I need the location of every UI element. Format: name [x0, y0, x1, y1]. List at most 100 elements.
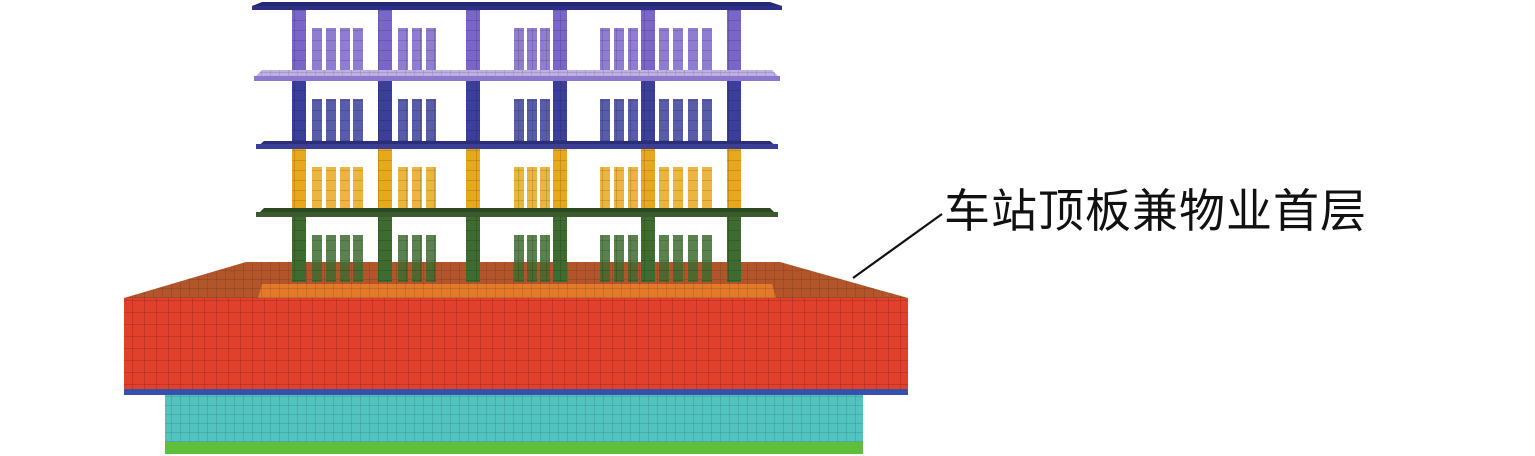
front-column-mesh	[466, 10, 480, 76]
rear-column-mesh	[527, 99, 537, 144]
front-column-mesh	[466, 217, 480, 282]
front-column-mesh	[641, 217, 655, 282]
rear-column-mesh	[340, 99, 350, 144]
front-column-mesh	[466, 81, 480, 144]
front-column-mesh	[727, 81, 741, 144]
front-column-mesh	[466, 149, 480, 212]
front-column-mesh	[292, 10, 306, 76]
front-column-mesh	[292, 81, 306, 144]
rear-column-mesh	[614, 99, 624, 144]
rear-column-mesh	[326, 28, 336, 76]
lower-floor-slab	[256, 208, 778, 217]
rear-column-mesh	[398, 167, 408, 212]
rear-column-mesh	[688, 235, 698, 282]
rear-column-mesh	[398, 99, 408, 144]
front-column-mesh	[553, 10, 567, 76]
front-column-mesh	[641, 149, 655, 212]
rear-column-mesh	[702, 99, 712, 144]
mid-floor-slab	[256, 141, 778, 149]
rear-column-mesh	[353, 28, 363, 76]
rear-column-mesh	[600, 235, 610, 282]
front-column-mesh	[727, 149, 741, 212]
front-column-mesh	[641, 10, 655, 76]
rear-column-mesh	[628, 167, 638, 212]
rear-column-mesh	[398, 235, 408, 282]
rear-column-mesh	[326, 99, 336, 144]
rear-column-mesh	[673, 235, 683, 282]
front-column-mesh	[378, 10, 392, 76]
rear-column-mesh	[527, 167, 537, 212]
rear-column-mesh	[412, 235, 422, 282]
rear-column-mesh	[312, 167, 322, 212]
rear-column-mesh	[340, 167, 350, 212]
front-column-mesh	[378, 81, 392, 144]
rear-column-mesh	[412, 28, 422, 76]
front-column-mesh	[553, 149, 567, 212]
rear-column-mesh	[600, 28, 610, 76]
rear-column-mesh	[628, 28, 638, 76]
foundation-block	[165, 394, 863, 454]
rear-column-mesh	[340, 235, 350, 282]
rear-column-mesh	[514, 167, 524, 212]
annotation-leader-line	[852, 213, 943, 279]
rear-column-mesh	[614, 167, 624, 212]
annotation-label: 车站顶板兼物业首层	[944, 184, 1367, 238]
rear-column-mesh	[412, 167, 422, 212]
rear-column-mesh	[688, 99, 698, 144]
building-columns	[292, 10, 741, 282]
rear-column-mesh	[600, 167, 610, 212]
station-base-band	[124, 389, 908, 395]
rear-column-mesh	[702, 28, 712, 76]
rear-column-mesh	[540, 28, 550, 76]
rear-column-mesh	[514, 99, 524, 144]
front-column-mesh	[553, 81, 567, 144]
foundation-base-green	[165, 442, 863, 454]
upper-floor-slab	[254, 70, 780, 81]
rear-column-mesh	[326, 235, 336, 282]
rear-column-mesh	[353, 167, 363, 212]
front-column-mesh	[553, 217, 567, 282]
rear-column-mesh	[514, 28, 524, 76]
rear-column-mesh	[312, 235, 322, 282]
rear-column-mesh	[702, 167, 712, 212]
rear-column-mesh	[312, 28, 322, 76]
rear-column-mesh	[412, 99, 422, 144]
rear-column-mesh	[659, 235, 669, 282]
rear-column-mesh	[628, 235, 638, 282]
rear-column-mesh	[659, 99, 669, 144]
rear-column-mesh	[540, 167, 550, 212]
rear-column-mesh	[673, 99, 683, 144]
front-column-mesh	[727, 10, 741, 76]
rear-column-mesh	[312, 99, 322, 144]
rear-column-mesh	[514, 235, 524, 282]
rear-column-mesh	[398, 28, 408, 76]
rear-column-mesh	[600, 99, 610, 144]
station-body	[124, 298, 908, 395]
rear-column-mesh	[702, 235, 712, 282]
rear-column-mesh	[659, 167, 669, 212]
rear-column-mesh	[340, 28, 350, 76]
rear-column-mesh	[426, 28, 436, 76]
rear-column-mesh	[540, 99, 550, 144]
rear-column-mesh	[688, 28, 698, 76]
rear-column-mesh	[426, 99, 436, 144]
rear-column-mesh	[527, 28, 537, 76]
rear-column-mesh	[673, 167, 683, 212]
rear-column-mesh	[326, 167, 336, 212]
rear-column-mesh	[426, 167, 436, 212]
rear-column-mesh	[673, 28, 683, 76]
front-column-mesh	[727, 217, 741, 282]
front-column-mesh	[641, 81, 655, 144]
rear-column-mesh	[614, 235, 624, 282]
front-column-mesh	[292, 217, 306, 282]
front-column-mesh	[292, 149, 306, 212]
front-column-mesh	[378, 217, 392, 282]
rear-column-mesh	[353, 235, 363, 282]
rear-column-mesh	[540, 235, 550, 282]
rear-column-mesh	[659, 28, 669, 76]
front-column-mesh	[378, 149, 392, 212]
rear-column-mesh	[527, 235, 537, 282]
rear-column-mesh	[614, 28, 624, 76]
rear-column-mesh	[688, 167, 698, 212]
